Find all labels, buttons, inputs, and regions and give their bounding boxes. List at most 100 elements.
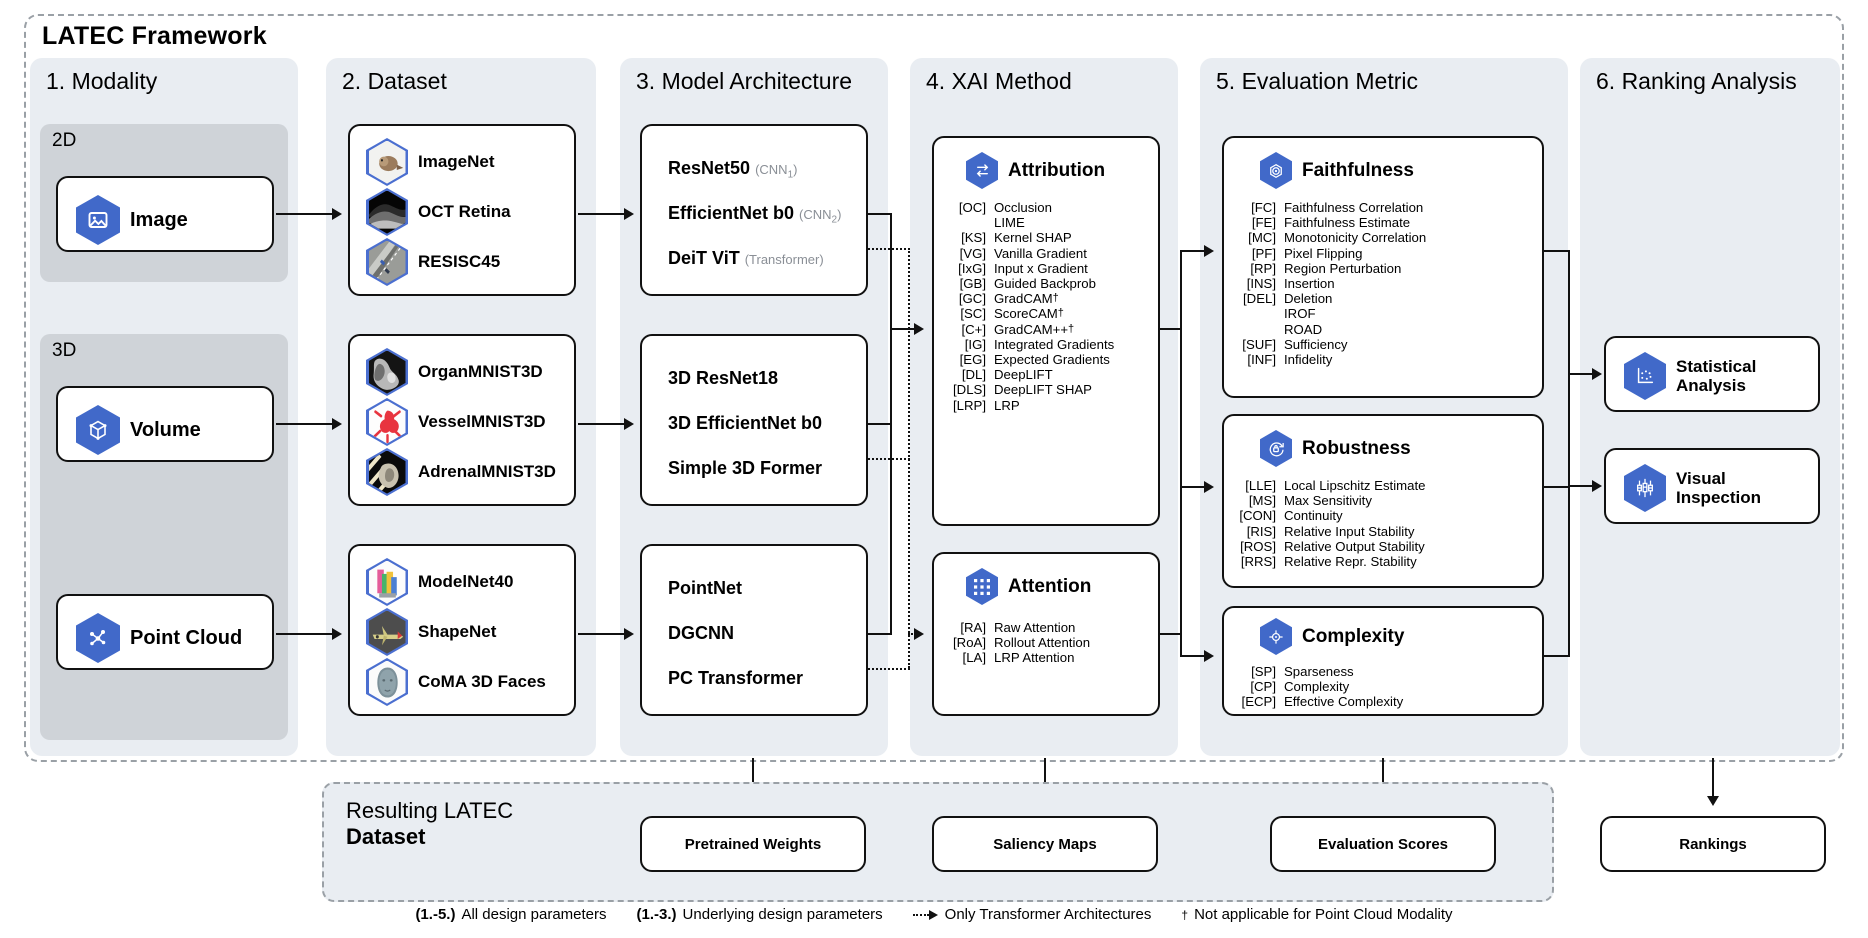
dataset-item-organmnist3d[interactable]: OrganMNIST3D	[366, 348, 543, 396]
connector-modality-image-to-dataset	[276, 213, 334, 216]
list-item: [SUF]Sufficiency	[1242, 336, 1348, 352]
connector-xai-to-robustness	[1180, 486, 1206, 489]
metric-faithfulness-header: Faithfulness	[1260, 152, 1414, 189]
connector-model-pointcloud-out	[868, 633, 892, 636]
dataset-label-coma-3d-faces: CoMA 3D Faces	[418, 672, 546, 692]
model-card-image[interactable]: ResNet50 (CNN1) EfficientNet b0 (CNN2) D…	[640, 124, 868, 296]
modality-point-cloud-label: Point Cloud	[130, 626, 243, 649]
connector-xai-bus-up	[1180, 250, 1183, 330]
list-item: [RA]Raw Attention	[960, 620, 1076, 635]
dataset-item-resisc45[interactable]: RESISC45	[366, 238, 500, 286]
face-mesh-thumbnail-icon	[366, 658, 408, 706]
connector-modality-volume-to-dataset	[276, 423, 334, 426]
model-row-dgcnn: DGCNN	[668, 623, 734, 643]
model-note-deit-vit: (Transformer)	[744, 252, 824, 267]
modality-card-point-cloud[interactable]: Point Cloud	[56, 594, 274, 670]
list-item: [PF]Pixel Flipping	[1251, 245, 1363, 261]
list-item: [MS]Max Sensitivity	[1248, 493, 1372, 509]
dataset-item-adrenalmnist3d[interactable]: AdrenalMNIST3D	[366, 448, 556, 496]
dataset-card-image[interactable]: ImageNet OCT Retina	[348, 124, 576, 296]
dataset-label-organmnist3d: OrganMNIST3D	[418, 362, 543, 382]
dashed-connector-pc-transformer	[868, 668, 910, 670]
connector-down-pretrained-weights	[752, 758, 755, 800]
model-note-efficientnet-b0: (CNN2)	[799, 207, 842, 226]
list-item: IROF	[1284, 306, 1316, 322]
list-item: [INF]Infidelity	[1247, 352, 1333, 368]
arrow-head	[914, 628, 924, 640]
metric-robustness-header: Robustness	[1260, 430, 1411, 467]
adrenal-volume-thumbnail-icon	[366, 448, 408, 496]
connector-dataset-pointcloud-to-model	[578, 633, 626, 636]
dataset-card-point-cloud[interactable]: ModelNet40 ShapeNet	[348, 544, 576, 716]
model-card-volume[interactable]: 3D ResNet18 3D EfficientNet b0 Simple 3D…	[640, 334, 868, 506]
list-item: [CP]Complexity	[1250, 679, 1350, 695]
xai-card-attribution[interactable]: Attribution [OC]Occlusion LIME [KS]Kerne…	[932, 136, 1160, 526]
metric-faithfulness-list: [FC]Faithfulness Correlation [FE]Faithfu…	[1232, 200, 1426, 367]
legend-text-4: Not applicable for Point Cloud Modality	[1194, 906, 1453, 923]
list-item: [EG]Expected Gradients	[959, 352, 1110, 368]
ranking-card-statistical-analysis[interactable]: Statistical Analysis	[1604, 336, 1820, 412]
connector-model-image-out	[868, 213, 892, 216]
model-row-resnet50: ResNet50 (CNN1)	[668, 158, 797, 181]
model-row-deit-vit: DeiT ViT (Transformer)	[668, 248, 824, 269]
xai-attention-list: [RA]Raw Attention [RoA]Rollout Attention…	[942, 620, 1090, 666]
list-item: ROAD	[1284, 321, 1323, 337]
legend-text-3: Only Transformer Architectures	[944, 906, 1152, 923]
dashed-connector-bus-vertical	[908, 248, 910, 668]
stage-title-ranking-analysis: 6. Ranking Analysis	[1596, 68, 1797, 94]
xai-attribution-title: Attribution	[1008, 159, 1106, 181]
vessel-volume-thumbnail-icon	[366, 398, 408, 446]
result-box-saliency-maps[interactable]: Saliency Maps	[932, 816, 1158, 872]
ranking-statistical-row: Statistical Analysis	[1624, 352, 1756, 400]
ranking-card-visual-inspection[interactable]: Visual Inspection	[1604, 448, 1820, 524]
metric-card-complexity[interactable]: Complexity [SP]Sparseness [CP]Complexity…	[1222, 606, 1544, 716]
list-item: [GC]GradCAM†	[958, 291, 1059, 307]
dataset-item-modelnet40[interactable]: ModelNet40	[366, 558, 513, 606]
connector-model-bus-to-attribution	[890, 328, 916, 331]
dataset-item-coma-3d-faces[interactable]: CoMA 3D Faces	[366, 658, 546, 706]
metric-card-faithfulness[interactable]: Faithfulness [FC]Faithfulness Correlatio…	[1222, 136, 1544, 398]
attribution-arrows-icon	[966, 152, 998, 189]
list-item: [OC]Occlusion	[958, 200, 1052, 215]
complexity-node-icon	[1260, 618, 1292, 655]
list-item: [C+]GradCAM++†	[961, 321, 1075, 337]
dataset-item-shapenet[interactable]: ShapeNet	[366, 608, 496, 656]
dataset-item-imagenet[interactable]: ImageNet	[366, 138, 495, 186]
modality-card-image[interactable]: Image	[56, 176, 274, 252]
arrow-head	[1204, 650, 1214, 662]
metric-card-robustness[interactable]: Robustness [LLE]Local Lipschitz Estimate…	[1222, 414, 1544, 588]
organ-volume-thumbnail-icon	[366, 348, 408, 396]
dataset-label-shapenet: ShapeNet	[418, 622, 497, 642]
arrow-head	[1204, 245, 1214, 257]
connector-modality-pointcloud-to-dataset	[276, 633, 334, 636]
resulting-dataset-title-line2: Dataset	[346, 824, 426, 849]
dataset-item-vesselmnist3d[interactable]: VesselMNIST3D	[366, 398, 546, 446]
connector-robustness-out	[1544, 486, 1570, 489]
metric-robustness-list: [LLE]Local Lipschitz Estimate [MS]Max Se…	[1232, 478, 1425, 569]
dagger-marker: †	[1057, 307, 1064, 320]
modality-card-volume[interactable]: Volume	[56, 386, 274, 462]
boxplot-icon	[1624, 464, 1666, 512]
list-item: [LA]LRP Attention	[962, 650, 1075, 666]
list-item: [IxG]Input x Gradient	[958, 260, 1088, 276]
dataset-label-adrenalmnist3d: AdrenalMNIST3D	[418, 462, 556, 482]
legend-item-underlying-design-parameters: (1.-3.) Underlying design parameters	[637, 906, 883, 923]
dataset-item-oct-retina[interactable]: OCT Retina	[366, 188, 511, 236]
stage-title-evaluation-metric: 5. Evaluation Metric	[1216, 68, 1418, 94]
model-name-efficientnet-b0: EfficientNet b0	[668, 203, 795, 223]
modality-image-row: Image	[76, 195, 188, 245]
modality-volume-label: Volume	[130, 418, 201, 441]
model-card-point-cloud[interactable]: PointNet DGCNN PC Transformer	[640, 544, 868, 716]
list-item: [IG]Integrated Gradients	[964, 336, 1115, 352]
result-box-pretrained-weights[interactable]: Pretrained Weights	[640, 816, 866, 872]
connector-model-volume-out	[868, 423, 892, 426]
xai-card-attention[interactable]: Attention [RA]Raw Attention [RoA]Rollout…	[932, 552, 1160, 716]
metric-complexity-title: Complexity	[1302, 625, 1405, 647]
scatter-plot-icon	[1624, 352, 1666, 400]
stage-title-dataset: 2. Dataset	[342, 68, 447, 94]
result-box-rankings[interactable]: Rankings	[1600, 816, 1826, 872]
model-row-efficientnet-b0: EfficientNet b0 (CNN2)	[668, 203, 841, 226]
dataset-card-volume[interactable]: OrganMNIST3D VesselMNIST3D	[348, 334, 576, 506]
model-row-pc-transformer: PC Transformer	[668, 668, 804, 688]
result-box-evaluation-scores[interactable]: Evaluation Scores	[1270, 816, 1496, 872]
